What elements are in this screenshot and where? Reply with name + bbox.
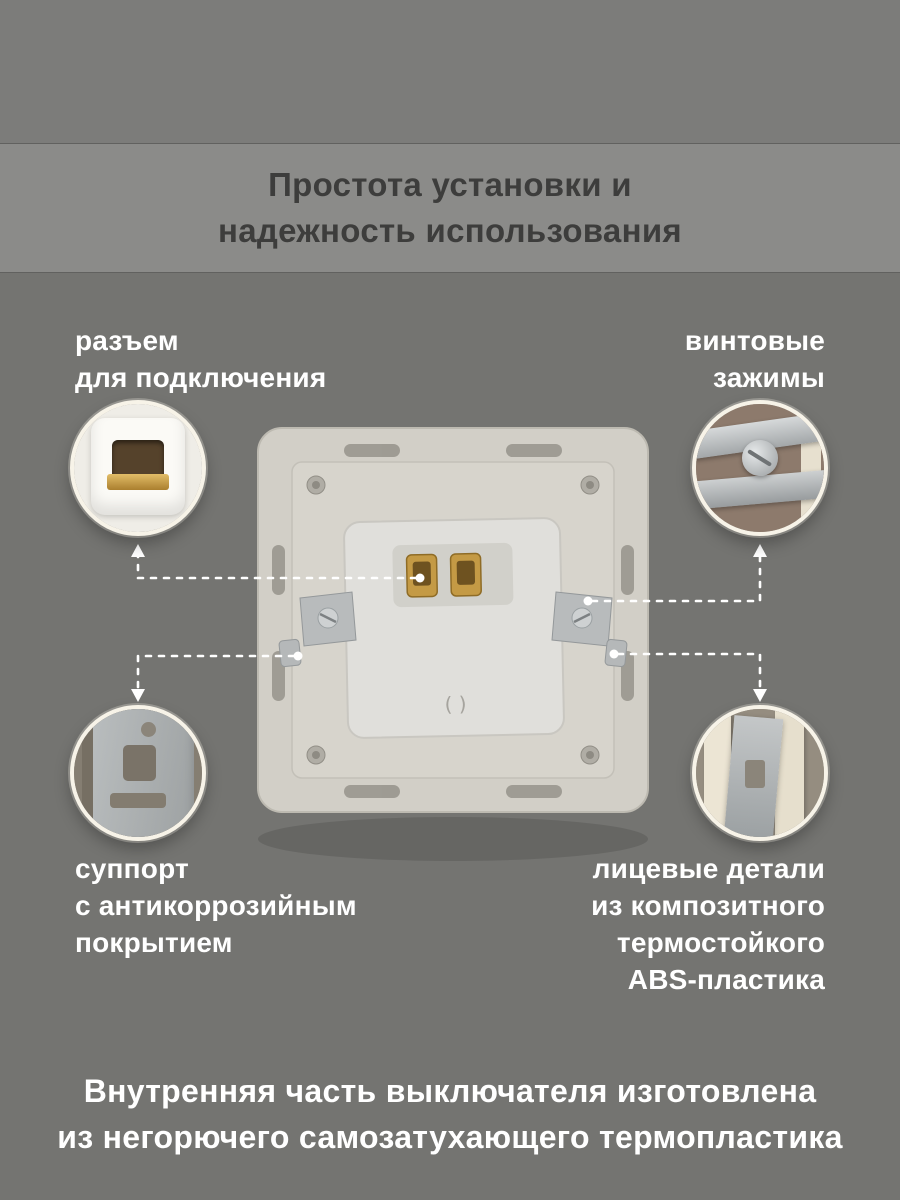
switch-mechanism: ( )	[343, 517, 565, 739]
abs-notch	[744, 760, 766, 789]
label-line: лицевые детали	[592, 853, 825, 884]
label-line: для подключения	[75, 362, 327, 393]
frame-screw-holes	[306, 475, 600, 765]
screw-clamps-detail-photo	[696, 404, 824, 532]
connector-brass-contact	[107, 474, 169, 490]
switch-frame-inner-plate	[291, 461, 615, 779]
leader-line-abs-parts	[616, 652, 762, 692]
label-line: с антикоррозийным	[75, 890, 357, 921]
label-line: зажимы	[712, 362, 825, 393]
support-detail-photo	[74, 709, 202, 837]
leader-arrows	[131, 544, 767, 702]
label-line: термостойкого	[616, 927, 825, 958]
support-plate-edge	[81, 709, 94, 837]
brass-terminals	[405, 552, 482, 598]
label-line: покрытием	[75, 927, 233, 958]
label-line: разъем	[75, 325, 179, 356]
label-line: винтовые	[684, 325, 825, 356]
callout-photo-screw-clamps	[692, 400, 828, 536]
clamp-screw-head	[742, 439, 778, 476]
arrow-down-icon	[131, 689, 145, 702]
footer-line2: из негорючего самозатухающего термопласт…	[57, 1119, 843, 1155]
callout-photo-support	[70, 705, 206, 841]
switch-back-photo: ( )	[257, 427, 649, 813]
arrow-up-icon	[753, 544, 767, 557]
callout-photo-connector	[70, 400, 206, 536]
callout-photo-abs-parts	[692, 705, 828, 841]
arrow-up-icon	[131, 544, 145, 557]
page-title-line2: надежность использования	[218, 212, 682, 249]
mounting-tabs	[278, 638, 628, 668]
frame-slots	[272, 444, 634, 798]
terminal-recess	[392, 542, 514, 608]
callout-label-screw-clamps: винтовые зажимы	[685, 322, 825, 396]
callout-label-abs-parts: лицевые детали из композитного термостой…	[591, 850, 825, 998]
switch-frame	[257, 427, 649, 813]
label-line: из композитного	[591, 890, 825, 921]
abs-parts-detail-photo	[696, 709, 824, 837]
mechanism-body	[343, 517, 565, 739]
leader-line-support	[136, 654, 296, 692]
label-line: суппорт	[75, 853, 189, 884]
footer-text: Внутренняя часть выключателя изготовлена…	[0, 1068, 900, 1160]
leader-line-screw-clamps	[590, 554, 762, 603]
leader-dots	[293, 573, 619, 661]
callout-label-support: суппорт с антикоррозийным покрытием	[75, 850, 357, 961]
leader-lines	[136, 554, 762, 692]
support-slot	[122, 744, 156, 781]
screw-slot	[747, 448, 773, 467]
callout-label-connector: разъем для подключения	[75, 322, 326, 396]
stage: ( )	[0, 273, 900, 1068]
leader-line-connector	[136, 554, 418, 580]
top-banner	[0, 0, 900, 144]
side-clamps	[299, 591, 613, 647]
support-hole	[140, 721, 156, 738]
support-slot	[109, 793, 167, 808]
connector-detail-photo	[74, 404, 202, 532]
title-band: Простота установки и надежность использо…	[0, 144, 900, 273]
footer-line1: Внутренняя часть выключателя изготовлена	[83, 1073, 817, 1109]
arrow-down-icon	[753, 689, 767, 702]
page-title-line1: Простота установки и	[268, 166, 632, 203]
mechanism-marking: ( )	[444, 692, 466, 716]
label-line: ABS-пластика	[627, 964, 825, 995]
